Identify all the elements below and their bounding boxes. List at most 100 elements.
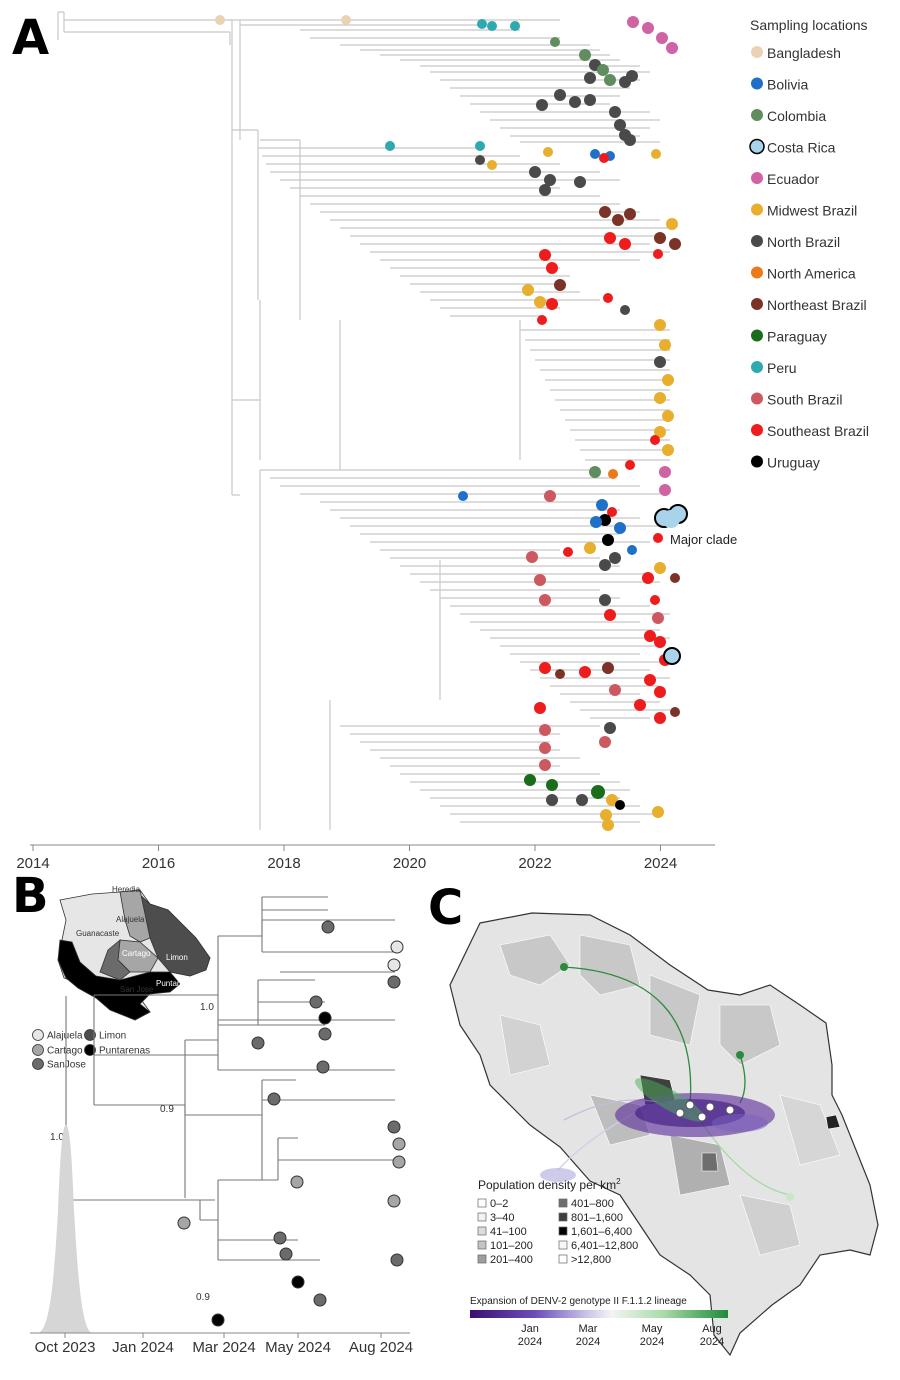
- map-label-guanacaste: Guanacaste: [76, 929, 120, 938]
- legend-swatch-5: [751, 203, 763, 216]
- map-label-heredia: Heredia: [112, 885, 141, 894]
- province-label-0: Alajuela: [47, 1031, 83, 1042]
- province-label-4: SanJose: [47, 1060, 86, 1071]
- panel-b-letter: B: [12, 868, 49, 924]
- legend-label-2: Colombia: [767, 108, 826, 124]
- root-age-density: [38, 1125, 92, 1333]
- density-label-5: 401–800: [571, 1198, 614, 1210]
- density-swatch-8: [558, 1240, 568, 1250]
- density-label-1: 3–40: [490, 1212, 514, 1224]
- legend-swatch-8: [751, 298, 763, 310]
- timeline-year-2: 2024: [640, 1336, 664, 1348]
- province-label-1: Limon: [99, 1031, 126, 1042]
- density-label-8: 6,401–12,800: [571, 1240, 638, 1252]
- legend-label-6: North Brazil: [767, 234, 840, 250]
- axis-b-label-1: Jan 2024: [112, 1339, 174, 1356]
- density-swatch-3: [477, 1240, 487, 1250]
- province-swatch-3: [84, 1044, 96, 1056]
- density-label-4: 201–400: [490, 1254, 533, 1266]
- timeline-month-0: Jan: [521, 1323, 539, 1335]
- province-swatch-4: [32, 1058, 44, 1070]
- timeline-month-2: May: [642, 1323, 663, 1335]
- density-swatch-2: [477, 1226, 487, 1236]
- timeline-year-3: 2024: [700, 1336, 724, 1348]
- density-swatch-4: [477, 1254, 487, 1264]
- axis-b-label-2: Mar 2024: [192, 1339, 255, 1356]
- time-tree-tips: [177, 920, 406, 1327]
- legend-label-12: Southeast Brazil: [767, 423, 869, 439]
- density-label-6: 801–1,600: [571, 1212, 623, 1224]
- legend-label-8: Northeast Brazil: [767, 297, 867, 313]
- legend-swatch-12: [751, 424, 763, 436]
- panel-c-letter: C: [428, 880, 464, 936]
- legend-label-0: Bangladesh: [767, 45, 841, 61]
- location-nodes: [560, 963, 794, 1201]
- support-value-1: 1.0: [200, 1002, 214, 1013]
- density-swatch-6: [558, 1212, 568, 1222]
- density-swatch-0: [477, 1198, 487, 1208]
- legend-swatch-2: [751, 109, 763, 121]
- panel-a-phylogeny: Major clade Sampling locations Banglades…: [16, 11, 869, 872]
- axis-b-label-0: Oct 2023: [35, 1339, 96, 1356]
- density-swatch-9: [558, 1254, 568, 1264]
- legend-label-1: Bolivia: [767, 77, 808, 93]
- density-label-2: 41–100: [490, 1226, 527, 1238]
- timeline-month-1: Mar: [579, 1323, 598, 1335]
- legend-label-10: Peru: [767, 360, 797, 376]
- legend-swatch-3: [749, 138, 765, 155]
- province-swatch-0: [32, 1029, 44, 1041]
- legend-label-11: South Brazil: [767, 392, 842, 408]
- axis-a-label-2: 2018: [267, 855, 300, 872]
- axis-a-label-3: 2020: [393, 855, 426, 872]
- timeline-year-0: 2024: [518, 1336, 542, 1348]
- province-label-2: Cartago: [47, 1046, 83, 1057]
- map-label-sanjose: San Jose: [120, 985, 154, 994]
- density-label-3: 101–200: [490, 1240, 533, 1252]
- tip-points: [215, 15, 681, 831]
- time-tree-branches: [65, 896, 395, 1261]
- support-value-2: 0.9: [160, 1104, 174, 1115]
- major-clade-label: Major clade: [670, 532, 737, 547]
- legend-title: Sampling locations: [750, 17, 868, 33]
- axis-a-label-1: 2016: [142, 855, 175, 872]
- density-swatch-7: [558, 1226, 568, 1236]
- axis-a-label-5: 2024: [644, 855, 677, 872]
- map-label-puntarenas: Puntarenas: [156, 979, 197, 988]
- panel-c-map: Population density per km2 0–23–4041–100…: [449, 912, 879, 1357]
- support-value-3: 1.0: [50, 1132, 64, 1143]
- legend-swatch-0: [751, 46, 763, 58]
- legend-swatch-10: [751, 361, 763, 373]
- density-swatch-5: [558, 1198, 568, 1208]
- support-value-4: 0.9: [196, 1292, 210, 1303]
- density-legend: 0–23–4041–100101–200201–400401–800801–1,…: [477, 1198, 638, 1266]
- map-label-alajuela: Alajuela: [116, 915, 145, 924]
- legend-label-13: Uruguay: [767, 455, 820, 471]
- legend-swatch-11: [751, 392, 763, 405]
- expansion-timeline-bar: [470, 1310, 728, 1318]
- legend-label-7: North America: [767, 266, 856, 282]
- timeline-month-3: Aug: [702, 1323, 722, 1335]
- legend-label-4: Ecuador: [767, 171, 819, 187]
- legend-swatch-9: [751, 329, 763, 342]
- legend-swatch-1: [751, 77, 763, 90]
- legend-label-9: Paraguay: [767, 329, 827, 345]
- density-label-9: >12,800: [571, 1254, 611, 1266]
- panel-b-tree: Heredia Alajuela Guanacaste Cartago Limo…: [30, 885, 413, 1356]
- axis-a-label-0: 2014: [16, 855, 49, 872]
- axis-b-label-4: Aug 2024: [349, 1339, 413, 1356]
- legend-label-5: Midwest Brazil: [767, 203, 857, 219]
- tree-branches: [57, 11, 670, 830]
- axis-b-label-3: May 2024: [265, 1339, 331, 1356]
- time-axis-b: Oct 2023 Jan 2024 Mar 2024 May 2024 Aug 2024: [30, 1332, 413, 1356]
- expansion-polygons: [540, 1078, 775, 1182]
- province-inset-map: Heredia Alajuela Guanacaste Cartago Limo…: [57, 885, 211, 1021]
- legend-swatch-6: [751, 235, 763, 247]
- legend-swatch-7: [751, 266, 763, 279]
- legend-label-3: Costa Rica: [767, 140, 836, 156]
- axis-a-label-4: 2022: [518, 855, 551, 872]
- time-axis: 2014 2016 2018 2020 2022 2024: [16, 844, 715, 872]
- costa-rica-markers: [654, 504, 688, 665]
- sampling-legend: Sampling locations BangladeshBoliviaColo…: [749, 17, 869, 471]
